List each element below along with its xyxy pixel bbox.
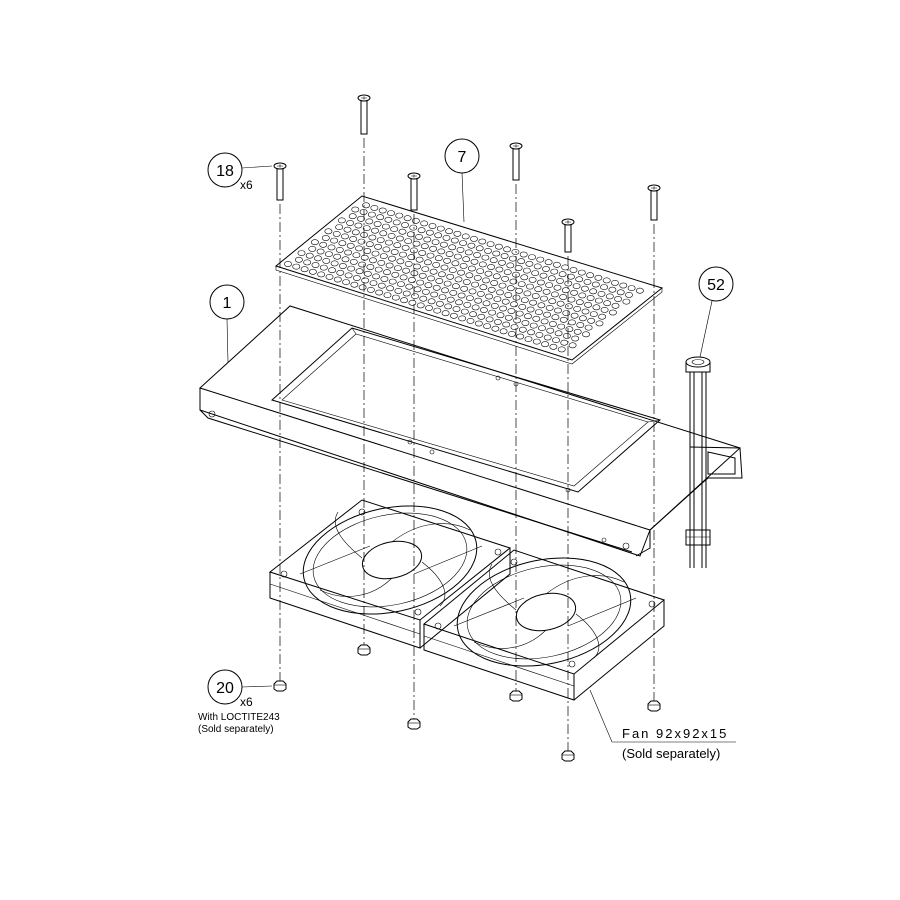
screw-assembly <box>357 94 371 656</box>
nut <box>647 700 661 712</box>
screw-assembly <box>407 172 421 730</box>
screw-shank <box>276 168 284 201</box>
grille-plate <box>274 195 664 365</box>
callout-20-number: 20 <box>216 680 234 697</box>
callout-20-sold: (Sold separately) <box>198 724 274 735</box>
fan-label: Fan 92x92x15 <box>622 726 728 741</box>
nut <box>273 680 287 692</box>
nut <box>357 644 371 656</box>
callout-52: 52 <box>698 266 734 358</box>
callout-7: 7 <box>444 138 480 223</box>
callout-18-number: 18 <box>216 163 234 180</box>
screw-assembly <box>647 184 661 712</box>
callout-1-number: 1 <box>223 295 232 312</box>
base-tray <box>199 305 743 557</box>
screw-shank <box>512 148 520 181</box>
screw-assembly <box>509 142 523 702</box>
callout-18: 18 x6 <box>207 152 273 192</box>
fan-label-group: Fan 92x92x15 (Sold separately) <box>622 726 728 761</box>
nut <box>561 750 575 762</box>
screws-and-nuts <box>273 94 661 762</box>
fan-sold-separately: (Sold separately) <box>622 746 720 761</box>
screw-shank <box>564 224 572 253</box>
screw-assembly <box>273 162 287 692</box>
fan-left <box>268 499 512 649</box>
screw-shank <box>360 100 368 135</box>
callout-20-loctite: With LOCTITE243 <box>198 712 280 723</box>
nut <box>407 718 421 730</box>
callout-20: 20 x6 With LOCTITE243 (Sold separately) <box>198 669 280 735</box>
callout-1: 1 <box>209 284 245 363</box>
callout-7-number: 7 <box>458 149 467 166</box>
nut <box>509 690 523 702</box>
standoff-part-52 <box>685 356 711 568</box>
callout-52-number: 52 <box>707 277 725 294</box>
screw-shank <box>410 178 418 211</box>
screw-shank <box>650 190 658 221</box>
callout-20-qty: x6 <box>240 695 253 709</box>
fan-right <box>422 549 666 701</box>
callout-18-qty: x6 <box>240 178 253 192</box>
screw-assembly <box>561 218 575 762</box>
